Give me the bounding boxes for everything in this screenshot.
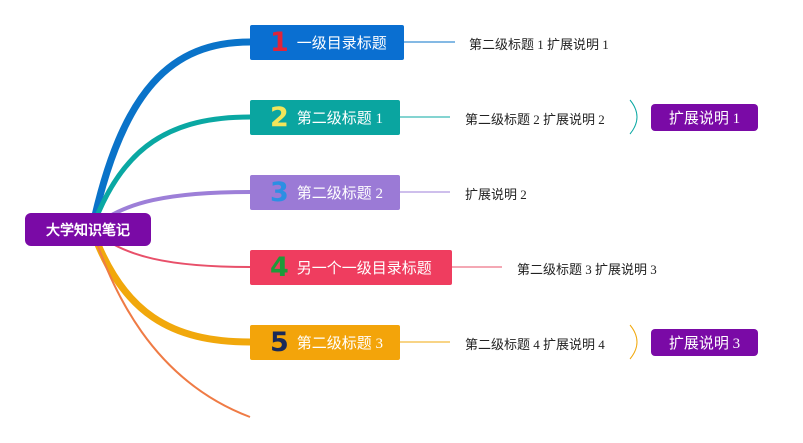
subtopic-text-1[interactable]: 第二级标题 1 扩展说明 1 <box>469 37 609 52</box>
summary-bracket-5 <box>629 324 638 360</box>
topic-node-4[interactable]: 4 另一个一级目录标题 <box>250 250 452 285</box>
subtopic-text-5[interactable]: 第二级标题 4 扩展说明 4 <box>465 337 605 352</box>
subtopic-text-4[interactable]: 第二级标题 3 扩展说明 3 <box>517 262 657 277</box>
root-node-label: 大学知识笔记 <box>46 222 130 239</box>
topic-number: 3 <box>270 177 289 208</box>
topic-label: 第二级标题 1 <box>296 111 384 127</box>
topic-node-2[interactable]: 2 第二级标题 1 <box>250 100 400 135</box>
topic-number: 2 <box>270 102 289 133</box>
topic-node-5[interactable]: 5 第二级标题 3 <box>250 325 400 360</box>
topic-label: 第二级标题 2 <box>296 186 384 202</box>
summary-bracket-2 <box>629 99 638 135</box>
subtopic-text-3[interactable]: 扩展说明 2 <box>465 187 527 202</box>
branch-connector-1 <box>88 38 254 233</box>
branch-connector-2 <box>89 114 253 232</box>
subtopic-text-2[interactable]: 第二级标题 2 扩展说明 2 <box>465 112 605 127</box>
topic-number: 5 <box>270 327 289 358</box>
branch-connector-extra <box>91 228 251 418</box>
topic-number: 4 <box>270 252 289 283</box>
topic-label: 第二级标题 3 <box>296 336 384 352</box>
topic-label: 另一个一级目录标题 <box>296 261 432 277</box>
topic-node-3[interactable]: 3 第二级标题 2 <box>250 175 400 210</box>
summary-tag-2[interactable]: 扩展说明 1 <box>651 104 758 131</box>
topic-number: 1 <box>270 27 289 58</box>
topic-label: 一级目录标题 <box>296 36 387 52</box>
topic-node-1[interactable]: 1 一级目录标题 <box>250 25 404 60</box>
summary-tag-5[interactable]: 扩展说明 3 <box>651 329 758 356</box>
root-node[interactable]: 大学知识笔记 <box>25 213 151 246</box>
branch-connector-5 <box>88 225 254 346</box>
